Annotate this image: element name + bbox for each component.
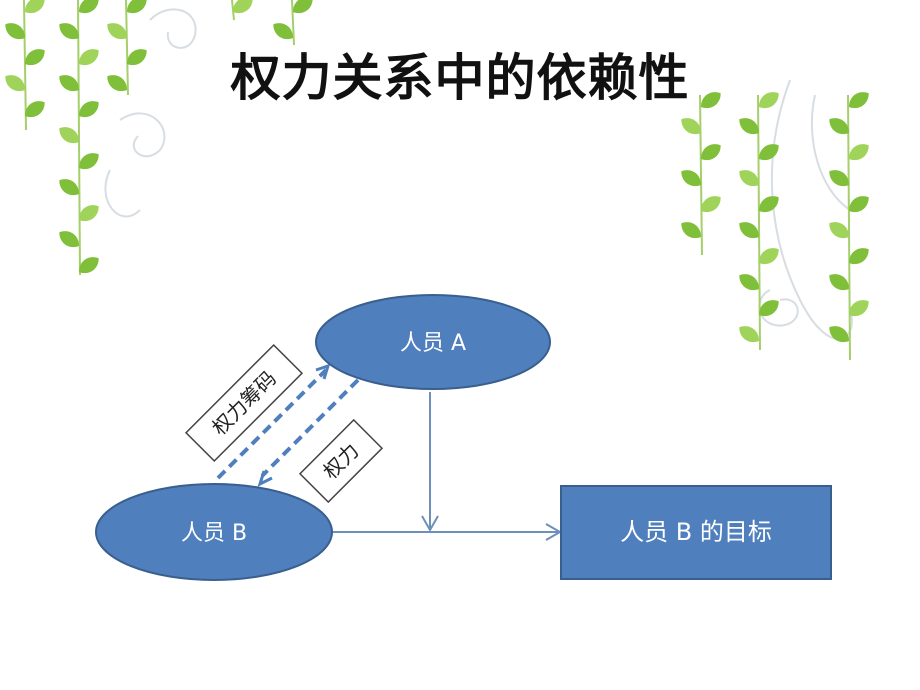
vine-stem: [847, 94, 851, 361]
goal-box: [560, 485, 832, 580]
power-dependency-diagram: 权力筹码 权力 人员 A 人员 B 人员 B 的目标: [95, 294, 832, 581]
goal-label: 人员 B 的目标: [620, 518, 772, 546]
vine-leaf: [21, 0, 49, 18]
node-b-ellipse: [95, 483, 333, 581]
vine-stem: [699, 94, 703, 256]
vine-leaf: [75, 0, 103, 18]
swirl-icon: [104, 8, 197, 218]
arrow-a-head: [421, 515, 439, 533]
vine-stem: [23, 0, 27, 131]
willow-vine-icon: [1, 0, 873, 361]
vine-leaf: [735, 321, 763, 347]
vine-stem: [757, 94, 761, 351]
node-a-ellipse: [315, 294, 551, 390]
vine-stem: [291, 0, 295, 46]
node-b-label: 人员 B: [181, 521, 247, 546]
vine-stem: [77, 0, 81, 276]
dashed-arrow-b-to-a: [216, 368, 328, 480]
label-box-power: 权力: [298, 418, 384, 504]
dashed-arrow-b-to-a-head: [315, 363, 331, 380]
dashed-arrow-a-to-b: [260, 378, 360, 478]
label-box-bargaining: 权力筹码: [184, 343, 304, 463]
node-a-label: 人员 A: [400, 331, 466, 356]
page-title: 权力关系中的依赖性: [230, 49, 690, 107]
dashed-arrow-a-to-b-head: [257, 470, 273, 487]
vine-stem: [125, 0, 129, 96]
vine-stem: [231, 0, 235, 21]
